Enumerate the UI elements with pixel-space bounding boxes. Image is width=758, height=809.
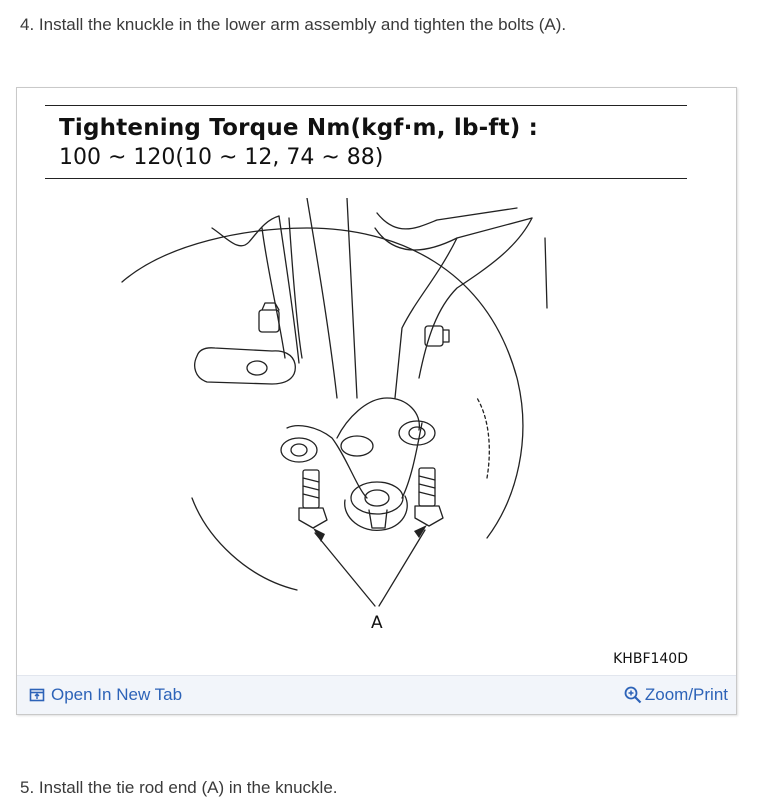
- step-5-text: 5. Install the tie rod end (A) in the kn…: [20, 778, 338, 797]
- figure-panel: Tightening Torque Nm(kgf·m, lb-ft) : 100…: [16, 87, 737, 715]
- zoom-print-link[interactable]: Zoom/Print: [624, 685, 728, 705]
- torque-value: 100 ~ 120(10 ~ 12, 74 ~ 88): [59, 145, 384, 170]
- header-rule-bottom: [45, 178, 687, 179]
- figure-code: KHBF140D: [613, 651, 688, 667]
- zoom-in-icon: [624, 686, 642, 704]
- zoom-print-label: Zoom/Print: [644, 685, 728, 704]
- step-4-text: 4. Install the knuckle in the lower arm …: [20, 15, 567, 34]
- open-in-new-tab-icon: [29, 687, 45, 703]
- knuckle-diagram: A: [121, 198, 548, 628]
- open-in-new-tab-label: Open In New Tab: [51, 685, 183, 704]
- callout-label-a: A: [371, 613, 383, 628]
- torque-title: Tightening Torque Nm(kgf·m, lb-ft) :: [59, 115, 539, 141]
- header-rule-top: [45, 105, 687, 106]
- figure-footer: Open In New Tab Zoom/Print: [17, 675, 736, 714]
- open-in-new-tab-link[interactable]: Open In New Tab: [29, 685, 182, 705]
